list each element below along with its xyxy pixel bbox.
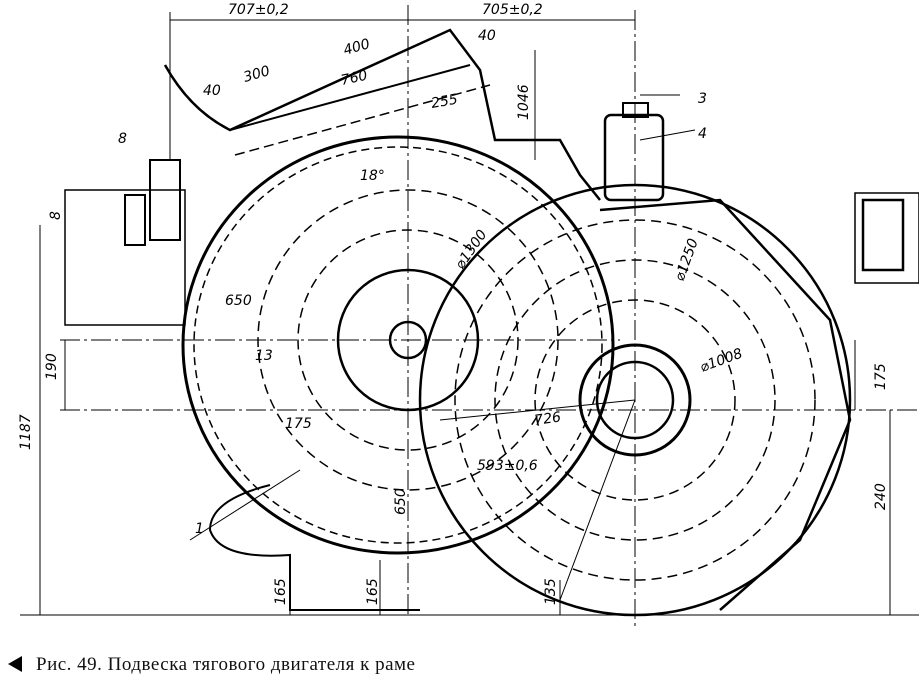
dim-8: 8 xyxy=(48,211,64,220)
dim-dia-1008: ⌀1008 xyxy=(698,346,745,376)
dim-300: 300 xyxy=(242,63,272,86)
dim-135: 135 xyxy=(543,578,559,605)
dim-190: 190 xyxy=(44,353,60,380)
dim-593: 593±0,6 xyxy=(477,458,538,474)
dim-165-b: 165 xyxy=(365,578,381,605)
dim-400: 400 xyxy=(342,36,372,59)
figure-caption: Рис. 49. Подвеска тягового двигателя к р… xyxy=(8,654,415,676)
dim-175-right: 175 xyxy=(873,363,889,390)
dim-1187: 1187 xyxy=(18,414,34,450)
dim-707: 707±0,2 xyxy=(228,2,289,18)
callout-3: 3 xyxy=(698,91,707,107)
dim-angle-18: 18° xyxy=(360,168,385,184)
dim-255: 255 xyxy=(430,92,459,112)
dim-650-left: 650 xyxy=(225,293,252,309)
dim-650-vertical: 650 xyxy=(393,488,409,515)
gear-case xyxy=(599,198,852,611)
caption-text: Рис. 49. Подвеска тягового двигателя к р… xyxy=(36,654,416,675)
callout-4: 4 xyxy=(698,126,707,142)
dim-40-top: 40 xyxy=(478,28,496,44)
callout-8: 8 xyxy=(118,131,127,147)
dim-dia-1300: ⌀1300 xyxy=(452,227,490,272)
suspension-bracket xyxy=(603,113,665,202)
dim-165-a: 165 xyxy=(273,578,289,605)
callout-1: 1 xyxy=(195,521,204,537)
dim-1046: 1046 xyxy=(516,84,532,120)
dim-40-left: 40 xyxy=(203,83,221,99)
dim-175-left: 175 xyxy=(285,416,312,432)
dim-dia-1250: ⌀1250 xyxy=(672,236,702,283)
dim-240: 240 xyxy=(873,483,889,510)
dim-13: 13 xyxy=(255,348,273,364)
dim-705: 705±0,2 xyxy=(482,2,543,18)
frame-right xyxy=(854,192,919,284)
caption-arrow-icon xyxy=(8,656,22,672)
motor-housing xyxy=(181,135,615,555)
frame-left xyxy=(64,189,186,326)
dim-726: 726 xyxy=(533,409,562,429)
dim-760: 760 xyxy=(340,68,370,89)
